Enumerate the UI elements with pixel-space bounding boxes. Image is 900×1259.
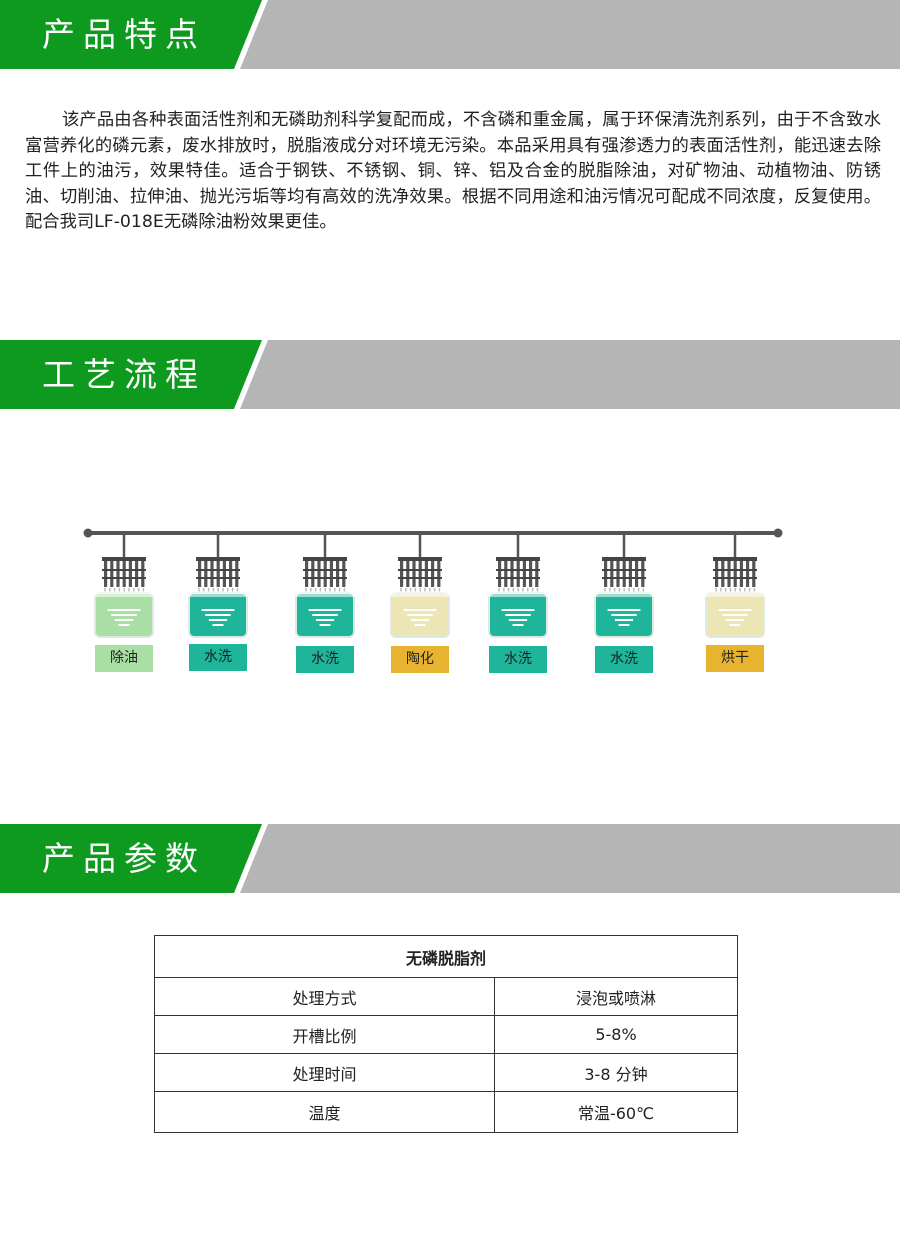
section-title: 产品参数 bbox=[42, 839, 206, 878]
process-step-label: 除油 bbox=[95, 645, 153, 672]
param-value: 浸泡或喷淋 bbox=[494, 977, 738, 1016]
process-tank bbox=[389, 533, 451, 638]
param-value: 3-8 分钟 bbox=[494, 1053, 738, 1092]
process-tank bbox=[187, 533, 249, 638]
process-tank bbox=[93, 533, 155, 638]
process-step-label: 烘干 bbox=[706, 645, 764, 672]
section-header-banner bbox=[0, 0, 900, 69]
process-tank bbox=[487, 533, 549, 638]
process-tank bbox=[593, 533, 655, 638]
process-tank bbox=[294, 533, 356, 638]
product-description: 该产品由各种表面活性剂和无磷助剂科学复配而成，不含磷和重金属，属于环保清洗剂系列… bbox=[25, 110, 881, 233]
param-key: 处理时间 bbox=[154, 1053, 495, 1092]
table-row: 温度 常温-60℃ bbox=[154, 1091, 738, 1133]
section-title: 产品特点 bbox=[42, 15, 206, 54]
process-step-label: 水洗 bbox=[296, 646, 354, 673]
workpiece-rack bbox=[496, 557, 540, 592]
workpiece-rack bbox=[303, 557, 347, 592]
workpiece-rack bbox=[398, 557, 442, 592]
process-tank bbox=[704, 533, 766, 638]
workpiece-rack bbox=[102, 557, 146, 592]
section-header-process: 工艺流程 bbox=[0, 340, 900, 409]
section-header-params: 产品参数 bbox=[0, 824, 900, 893]
process-step-label: 水洗 bbox=[595, 646, 653, 673]
section-header-features: 产品特点 bbox=[0, 0, 900, 69]
table-row: 开槽比例 5-8% bbox=[154, 1015, 738, 1054]
section-header-banner bbox=[0, 340, 900, 409]
workpiece-rack bbox=[602, 557, 646, 592]
table-row: 处理时间 3-8 分钟 bbox=[154, 1053, 738, 1092]
section-header-banner bbox=[0, 824, 900, 893]
process-flow-diagram: 除油 水洗 水洗 陶化 水洗 水洗 烘干 bbox=[0, 520, 900, 690]
workpiece-rack bbox=[713, 557, 757, 592]
params-table: 无磷脱脂剂 处理方式 浸泡或喷淋 开槽比例 5-8% 处理时间 3-8 分钟 温… bbox=[154, 935, 738, 1133]
param-value: 常温-60℃ bbox=[494, 1091, 738, 1133]
process-step-label: 水洗 bbox=[189, 644, 247, 671]
param-key: 处理方式 bbox=[154, 977, 495, 1016]
param-key: 开槽比例 bbox=[154, 1015, 495, 1054]
table-row: 处理方式 浸泡或喷淋 bbox=[154, 977, 738, 1016]
table-title: 无磷脱脂剂 bbox=[154, 935, 738, 978]
workpiece-rack bbox=[196, 557, 240, 592]
process-pipe bbox=[83, 528, 783, 638]
section-title: 工艺流程 bbox=[42, 355, 206, 394]
process-step-label: 陶化 bbox=[391, 646, 449, 673]
param-value: 5-8% bbox=[494, 1015, 738, 1054]
process-step-label: 水洗 bbox=[489, 646, 547, 673]
param-key: 温度 bbox=[154, 1091, 495, 1133]
